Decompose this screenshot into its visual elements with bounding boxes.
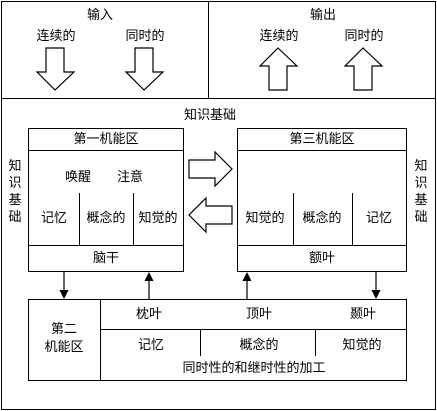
unit1-memory: 记忆	[40, 211, 68, 226]
knowledge-base-right-char: 基	[414, 193, 428, 208]
unit2-title-divider	[100, 299, 101, 381]
output-simultaneous-up-arrow-icon	[343, 47, 384, 91]
knowledge-base-top-label: 知识基础	[183, 108, 237, 123]
knowledge-base-left-char: 基	[8, 193, 22, 208]
unit1-col-divider	[79, 193, 80, 245]
third-functional-unit-box	[237, 128, 407, 272]
unit2-memory: 记忆	[137, 338, 165, 353]
unit3-to-unit2-down-arrow-icon	[371, 272, 381, 299]
knowledge-base-left-char: 识	[8, 176, 22, 191]
input-successive-label: 连续的	[36, 29, 76, 44]
unit2-to-unit1-up-arrow-icon	[144, 272, 154, 300]
input-successive-down-arrow-icon	[35, 47, 76, 91]
unit2-occipital-lobe: 枕叶	[135, 307, 163, 322]
output-simultaneous-label: 同时的	[344, 29, 384, 44]
unit2-col-divider	[200, 329, 201, 356]
unit1-arousal: 唤醒	[64, 170, 92, 185]
unit2-title-line1: 第二	[50, 322, 78, 337]
unit1-perceptual: 知觉的	[138, 211, 178, 226]
unit1-to-unit3-right-arrow-icon	[188, 150, 233, 188]
unit1-title-divider	[28, 150, 184, 151]
unit2-conceptual: 概念的	[239, 338, 279, 353]
unit3-to-unit1-left-arrow-icon	[188, 196, 233, 234]
unit1-to-unit2-down-arrow-icon	[59, 272, 69, 299]
unit3-frontal-lobe: 额叶	[308, 251, 336, 266]
unit3-col-divider	[352, 193, 353, 245]
unit2-processing: 同时性的和继时性的加工	[182, 361, 326, 376]
unit2-title-line2: 机能区	[44, 340, 84, 355]
knowledge-base-right-char: 识	[414, 176, 428, 191]
unit2-perceptual: 知觉的	[342, 338, 382, 353]
unit1-title: 第一机能区	[73, 132, 139, 147]
unit1-col-divider	[133, 193, 134, 245]
output-title: 输出	[309, 8, 337, 23]
knowledge-base-left-char: 础	[8, 210, 22, 225]
unit3-title-divider	[237, 150, 407, 151]
knowledge-base-right-char: 础	[414, 210, 428, 225]
unit2-lobes-divider	[100, 329, 407, 330]
unit1-conceptual: 概念的	[86, 211, 126, 226]
unit2-to-unit3-up-arrow-icon	[242, 272, 252, 300]
unit1-brainstem: 脑干	[92, 251, 120, 266]
unit2-parietal-lobe: 顶叶	[245, 307, 273, 322]
unit1-bottom-divider	[28, 245, 184, 246]
unit3-col-divider	[293, 193, 294, 245]
input-simultaneous-label: 同时的	[125, 29, 165, 44]
unit1-attention: 注意	[116, 170, 144, 185]
input-simultaneous-down-arrow-icon	[124, 47, 165, 91]
input-output-divider	[208, 1, 209, 98]
unit2-temporal-lobe: 颞叶	[349, 307, 377, 322]
unit3-bottom-divider	[237, 245, 407, 246]
top-section-divider	[1, 98, 436, 99]
output-successive-label: 连续的	[259, 29, 299, 44]
knowledge-base-left-char: 知	[8, 159, 22, 174]
unit3-perceptual: 知觉的	[245, 211, 285, 226]
output-successive-up-arrow-icon	[258, 47, 299, 91]
first-functional-unit-box	[28, 128, 184, 272]
unit2-col-divider	[315, 329, 316, 356]
input-title: 输入	[86, 8, 114, 23]
unit3-conceptual: 概念的	[302, 211, 342, 226]
unit3-memory: 记忆	[365, 211, 393, 226]
unit3-title: 第三机能区	[289, 132, 355, 147]
knowledge-base-right-char: 知	[414, 159, 428, 174]
second-functional-unit-box	[28, 299, 407, 381]
